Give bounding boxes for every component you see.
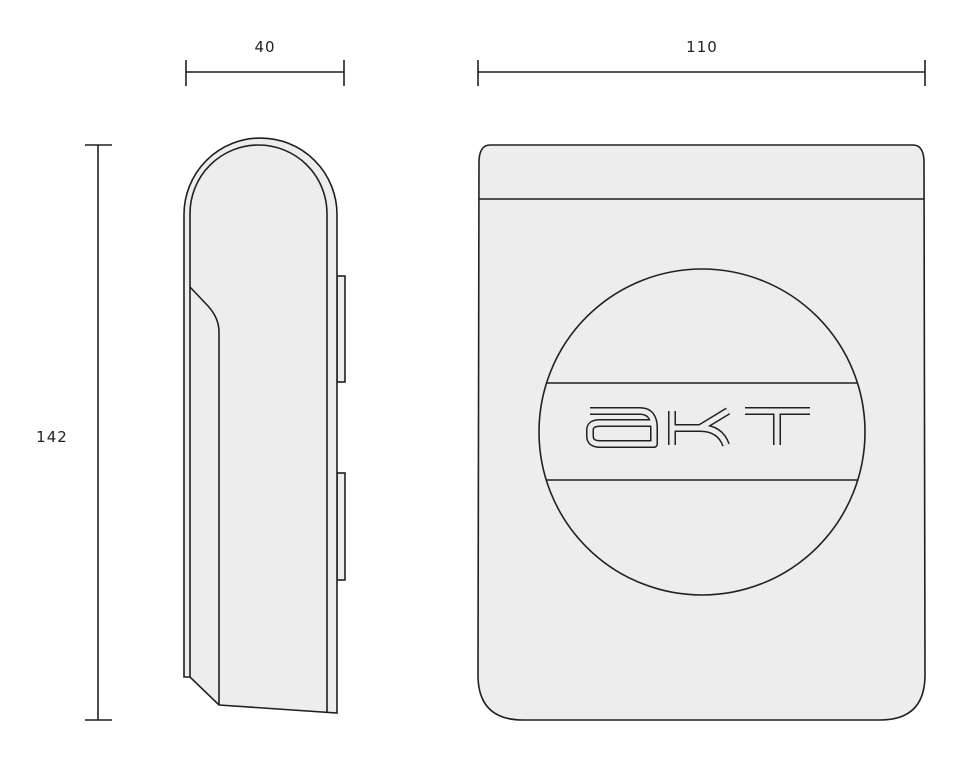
side-button-lower [336, 472, 346, 581]
height-label: 142 [36, 428, 68, 446]
front-width-label: 110 [686, 38, 718, 56]
side-view [183, 137, 346, 714]
dimension-side-width: 40 [185, 38, 345, 86]
side-width-label: 40 [254, 38, 275, 56]
akt-logo [586, 407, 810, 448]
front-view [477, 144, 926, 721]
side-button-upper [336, 275, 346, 383]
dimension-front-width: 110 [477, 38, 926, 86]
dimension-height: 142 [36, 144, 112, 721]
